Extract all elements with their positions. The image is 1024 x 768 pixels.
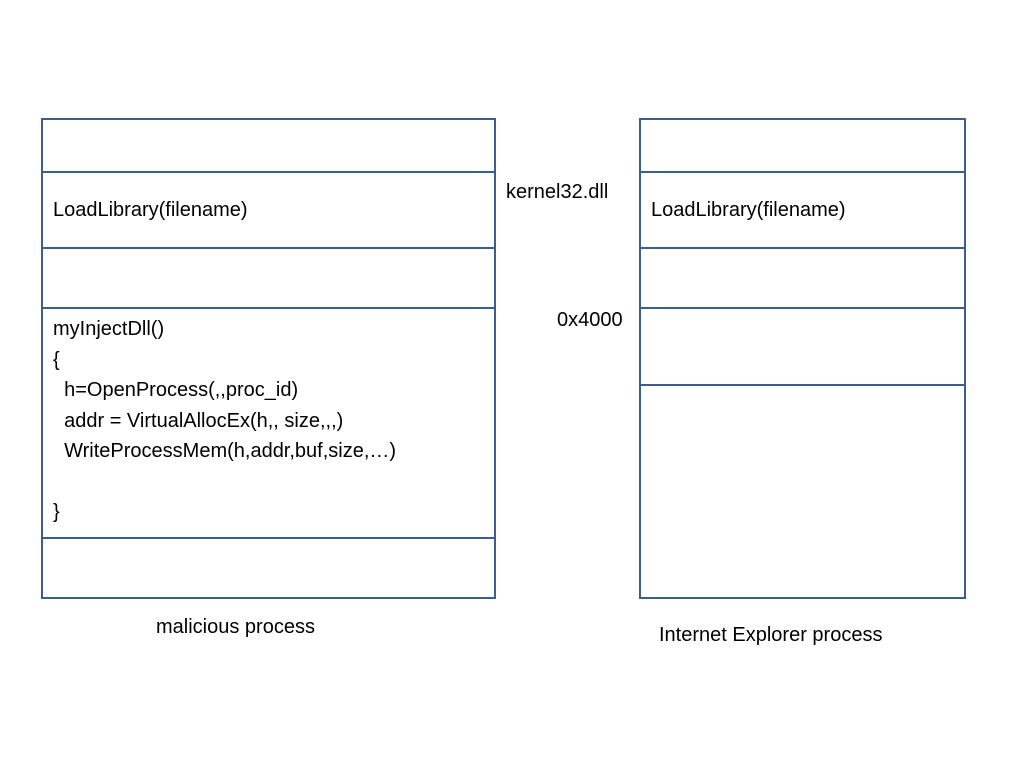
ie-segment-allocated <box>641 307 964 384</box>
code-line: h=OpenProcess(,,proc_id) <box>53 379 299 401</box>
malicious-segment-empty <box>43 247 494 307</box>
code-line: } <box>53 501 60 523</box>
kernel32-dll-label: kernel32.dll <box>506 181 609 203</box>
ie-segment-loadlibrary: LoadLibrary(filename) <box>641 171 964 247</box>
code-line: addr = VirtualAllocEx(h,, size,,,) <box>53 409 344 432</box>
code-line <box>53 467 396 498</box>
ie-loadlibrary-label: LoadLibrary(filename) <box>651 199 846 221</box>
malicious-loadlibrary-label: LoadLibrary(filename) <box>53 199 248 221</box>
ie-process-memory: LoadLibrary(filename) <box>639 118 966 599</box>
malicious-segment-top <box>43 120 494 171</box>
malicious-segment-code: myInjectDll(){ h=OpenProcess(,,proc_id) … <box>43 307 494 538</box>
code-line: myInjectDll() <box>53 318 165 340</box>
ie-segment-top <box>641 120 964 171</box>
ie-segment-empty <box>641 247 964 307</box>
code-line: WriteProcessMem(h,addr,buf,size,…) <box>53 440 397 462</box>
malicious-process-caption: malicious process <box>156 616 315 638</box>
malicious-segment-loadlibrary: LoadLibrary(filename) <box>43 171 494 247</box>
ie-segment-bottom <box>641 384 964 599</box>
malicious-process-memory: LoadLibrary(filename) myInjectDll() { h=O… <box>41 118 496 599</box>
malicious-segment-bottom <box>43 537 494 599</box>
address-0x4000-label: 0x4000 <box>557 309 623 331</box>
inject-code-block: myInjectDll(){ h=OpenProcess(,,proc_id) … <box>53 314 396 528</box>
code-line: { <box>53 348 60 371</box>
ie-process-caption: Internet Explorer process <box>659 624 883 646</box>
